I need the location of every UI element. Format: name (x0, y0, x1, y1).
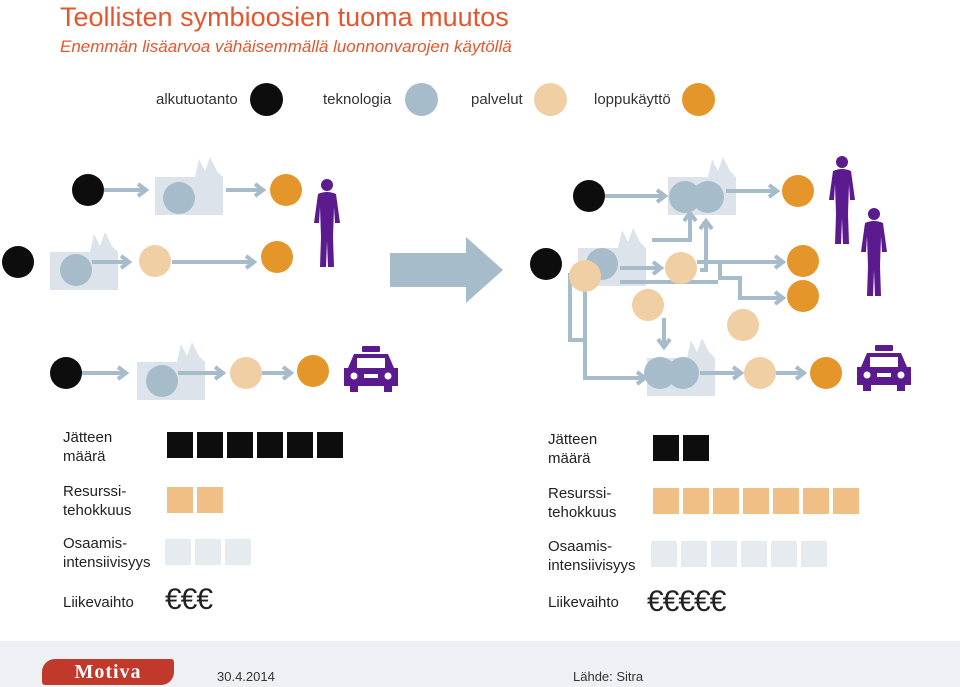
metric-block (711, 541, 737, 567)
legend-label-technology: teknologia (323, 91, 392, 108)
after-resource-label: Resurssi-tehokkuus (548, 485, 617, 521)
legend-label-services: palvelut (471, 91, 523, 108)
metric-block (771, 541, 797, 567)
metric-block (167, 487, 193, 513)
before-knowledge-label: Osaamis-intensiivisyys (63, 535, 151, 571)
metric-block (257, 432, 283, 458)
legend-dot-end-use (682, 83, 715, 116)
metric-block (653, 435, 679, 461)
taxi-icon (857, 345, 911, 391)
metric-block (741, 541, 767, 567)
metric-block (197, 432, 223, 458)
after-revenue-euros: €€€€€ (647, 585, 726, 618)
value-chain-diagram (2, 156, 911, 400)
metric-block (225, 539, 251, 565)
metric-block (801, 541, 827, 567)
footer-source: Lähde: Sitra (573, 669, 644, 684)
metric-block (287, 432, 313, 458)
after-diagram (530, 156, 911, 396)
legend-dot-technology (405, 83, 438, 116)
metric-block (167, 432, 193, 458)
metric-block (197, 487, 223, 513)
legend-label-primary: alkutuotanto (156, 91, 238, 108)
metric-block (833, 488, 859, 514)
page-subtitle: Enemmän lisäarvoa vähäisemmällä luonnonv… (60, 37, 512, 56)
metric-block (681, 541, 707, 567)
metric-block (773, 488, 799, 514)
metric-block (195, 539, 221, 565)
person-icon (314, 179, 340, 267)
after-revenue-label: Liikevaihto (548, 594, 619, 611)
metric-block (317, 432, 343, 458)
before-diagram (2, 157, 398, 400)
metric-block (683, 488, 709, 514)
motiva-logo: Motiva (42, 659, 174, 685)
metric-block (651, 541, 677, 567)
metric-block (653, 488, 679, 514)
metric-block (227, 432, 253, 458)
page-title: Teollisten symbioosien tuoma muutos (60, 2, 509, 32)
before-revenue-label: Liikevaihto (63, 594, 134, 611)
before-resource-label: Resurssi-tehokkuus (63, 483, 132, 519)
legend-dot-services (534, 83, 567, 116)
before-revenue-euros: €€€ (165, 583, 213, 616)
taxi-icon (344, 346, 398, 392)
metric-block (165, 539, 191, 565)
metric-block (713, 488, 739, 514)
metric-block (803, 488, 829, 514)
person-icon (861, 208, 887, 296)
transition-arrow-icon (390, 237, 503, 303)
footer-date: 30.4.2014 (217, 669, 275, 684)
after-knowledge-label: Osaamis-intensiivisyys (548, 538, 636, 574)
person-icon (829, 156, 855, 244)
legend-label-end-use: loppukäyttö (594, 91, 671, 108)
metric-block (743, 488, 769, 514)
legend-dot-primary (250, 83, 283, 116)
metric-block (683, 435, 709, 461)
